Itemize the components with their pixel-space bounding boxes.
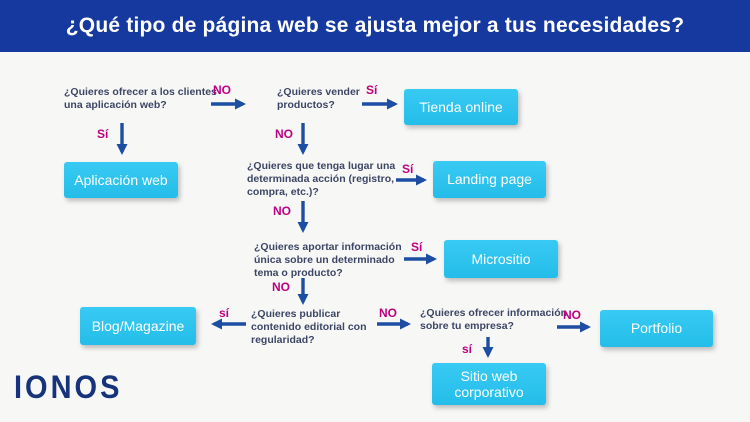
label-q5-yes: sí — [219, 306, 230, 320]
result-sitio-corporativo: Sitio web corporativo — [432, 363, 546, 405]
question-unique-info: ¿Quieres aportar información única sobre… — [254, 241, 402, 279]
label-q6-no: NO — [563, 308, 581, 322]
result-landing-page: Landing page — [433, 161, 546, 198]
result-micrositio: Micrositio — [444, 240, 558, 278]
question-company-info: ¿Quieres ofrecer información sobre tu em… — [420, 307, 568, 332]
question-sell-products: ¿Quieres vender productos? — [277, 86, 360, 111]
result-aplicacion-web: Aplicación web — [64, 162, 178, 198]
label-q6-yes: sí — [462, 342, 473, 356]
question-web-app: ¿Quieres ofrecer a los clientes una apli… — [64, 86, 217, 111]
label-q2-no: NO — [275, 127, 293, 141]
result-blog-magazine: Blog/Magazine — [80, 307, 196, 345]
label-q2-yes: Sí — [366, 83, 378, 97]
label-q4-no: NO — [272, 280, 290, 294]
question-specific-action: ¿Quieres que tenga lugar una determinada… — [247, 160, 396, 198]
label-q4-yes: Sí — [411, 240, 423, 254]
page-title: ¿Qué tipo de página web se ajusta mejor … — [65, 14, 685, 37]
result-portfolio: Portfolio — [600, 310, 713, 347]
label-q1-yes: Sí — [97, 127, 109, 141]
label-q5-no: NO — [379, 306, 397, 320]
question-editorial-content: ¿Quieres publicar contenido editorial co… — [251, 308, 367, 346]
header-banner: ¿Qué tipo de página web se ajusta mejor … — [0, 0, 750, 52]
result-tienda-online: Tienda online — [404, 89, 518, 125]
ionos-logo: IONOS — [14, 370, 123, 406]
label-q3-no: NO — [273, 204, 291, 218]
label-q1-no: NO — [213, 83, 231, 97]
label-q3-yes: Sí — [402, 162, 414, 176]
